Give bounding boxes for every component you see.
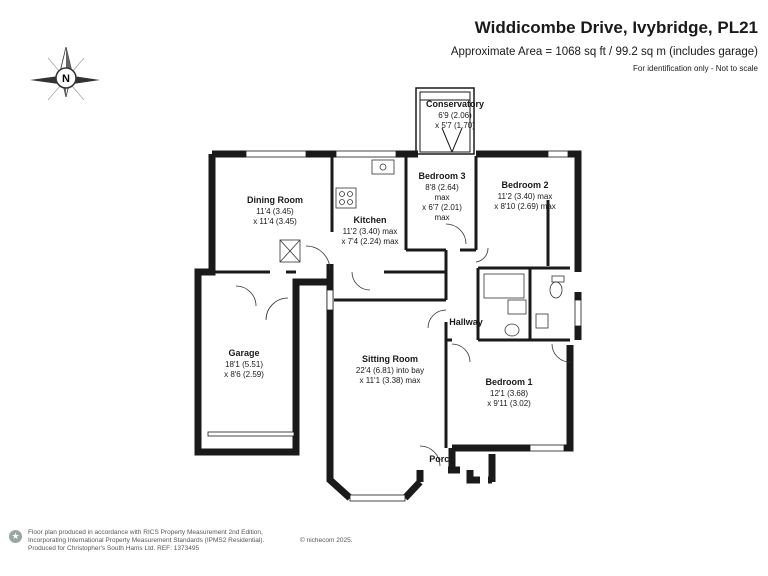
room-dim-bedroom-1-2: x 9'11 (3.02) bbox=[487, 399, 531, 408]
footer-line-2: Incorporating International Property Mea… bbox=[28, 537, 265, 545]
area-summary: Approximate Area = 1068 sq ft / 99.2 sq … bbox=[450, 46, 758, 58]
footer-line-3: Produced for Christopher's South Hams Lt… bbox=[28, 545, 200, 553]
room-label-dining-room: Dining Room bbox=[247, 195, 303, 205]
room-label-bedroom-1: Bedroom 1 bbox=[485, 377, 532, 387]
door-swings bbox=[235, 223, 571, 467]
room-dim-conservatory-2: x 5'7 (1.70) bbox=[435, 121, 475, 130]
plan-title: Widdicombe Drive, Ivybridge, PL21 bbox=[474, 18, 758, 37]
conservatory-structure bbox=[415, 87, 475, 155]
room-dim-bedroom-3-3: x 6'7 (2.01) bbox=[422, 203, 462, 212]
disclaimer-note: For identification only - Not to scale bbox=[633, 64, 758, 73]
footer-line-1: Floor plan produced in accordance with R… bbox=[28, 529, 263, 536]
footer-copyright: © nichecom 2025. bbox=[300, 537, 353, 544]
nichecom-logo: ★ bbox=[9, 530, 22, 543]
room-label-garage: Garage bbox=[228, 348, 259, 358]
room-dim-conservatory-1: 6'9 (2.06) bbox=[438, 111, 472, 120]
room-dim-bedroom-3-2: max bbox=[434, 193, 449, 202]
room-dim-dining-1: 11'4 (3.45) bbox=[256, 207, 294, 216]
room-dim-bedroom-2-2: x 8'10 (2.69) max bbox=[494, 202, 556, 211]
room-label-kitchen: Kitchen bbox=[353, 215, 386, 225]
room-dim-kitchen-1: 11'2 (3.40) max bbox=[343, 227, 398, 236]
room-dim-bedroom-3-4: max bbox=[434, 213, 449, 222]
room-dim-kitchen-2: x 7'4 (2.24) max bbox=[341, 237, 398, 246]
room-dim-bedroom-3-1: 8'8 (2.64) bbox=[425, 183, 459, 192]
room-dim-garage-2: x 8'6 (2.59) bbox=[224, 370, 264, 379]
room-label-bedroom-2: Bedroom 2 bbox=[501, 180, 548, 190]
footer-notes: Floor plan produced in accordance with R… bbox=[28, 529, 264, 554]
room-dim-dining-2: x 11'4 (3.45) bbox=[253, 217, 297, 226]
room-dim-bedroom-1-1: 12'1 (3.68) bbox=[490, 389, 528, 398]
room-dim-garage-1: 18'1 (5.51) bbox=[225, 360, 263, 369]
room-dim-sitting-1: 22'4 (6.81) into bay bbox=[356, 366, 424, 375]
compass-icon: N bbox=[30, 46, 100, 101]
room-label-bedroom-3: Bedroom 3 bbox=[418, 171, 465, 181]
fixtures bbox=[279, 159, 565, 337]
room-label-porch: Porch bbox=[429, 454, 455, 464]
room-dim-sitting-2: x 11'1 (3.38) max bbox=[360, 376, 421, 385]
room-label-hallway: Hallway bbox=[449, 317, 483, 327]
windows bbox=[207, 150, 582, 502]
room-label-sitting-room: Sitting Room bbox=[362, 354, 418, 364]
room-label-conservatory: Conservatory bbox=[426, 99, 484, 109]
internal-walls bbox=[198, 156, 570, 448]
compass-letter: N bbox=[62, 73, 70, 85]
external-walls bbox=[194, 150, 582, 501]
room-dim-bedroom-2-1: 11'2 (3.40) max bbox=[498, 192, 553, 201]
